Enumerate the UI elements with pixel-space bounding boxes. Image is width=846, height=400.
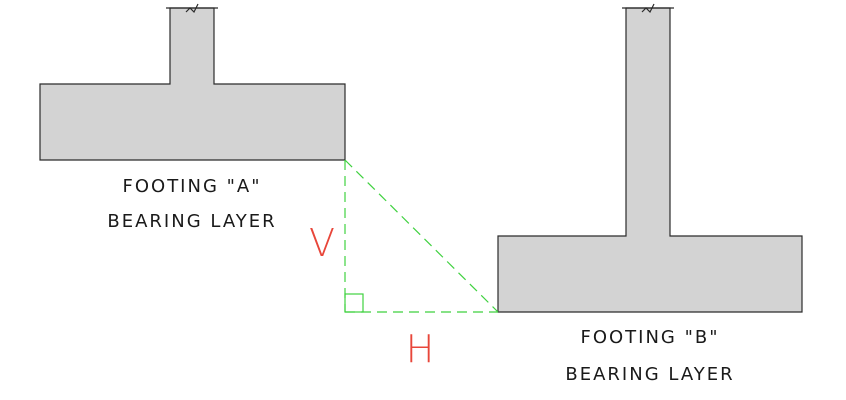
construction-triangle xyxy=(344,159,499,313)
footing-b xyxy=(497,3,803,313)
footing-b-shape xyxy=(497,7,803,313)
footing-a-shape xyxy=(39,7,346,161)
footing-b-title: FOOTING "B" xyxy=(580,327,719,348)
footing-a-bearing-label: BEARING LAYER xyxy=(107,211,276,232)
footing-b-bearing-label: BEARING LAYER xyxy=(565,364,734,385)
hypotenuse xyxy=(344,159,499,313)
footing-a xyxy=(39,3,346,161)
footing-a-title: FOOTING "A" xyxy=(123,176,262,197)
right-angle-marker-icon xyxy=(344,293,364,313)
vertical-dimension-label: V xyxy=(309,221,335,265)
horizontal-dimension-label: H xyxy=(406,327,435,371)
